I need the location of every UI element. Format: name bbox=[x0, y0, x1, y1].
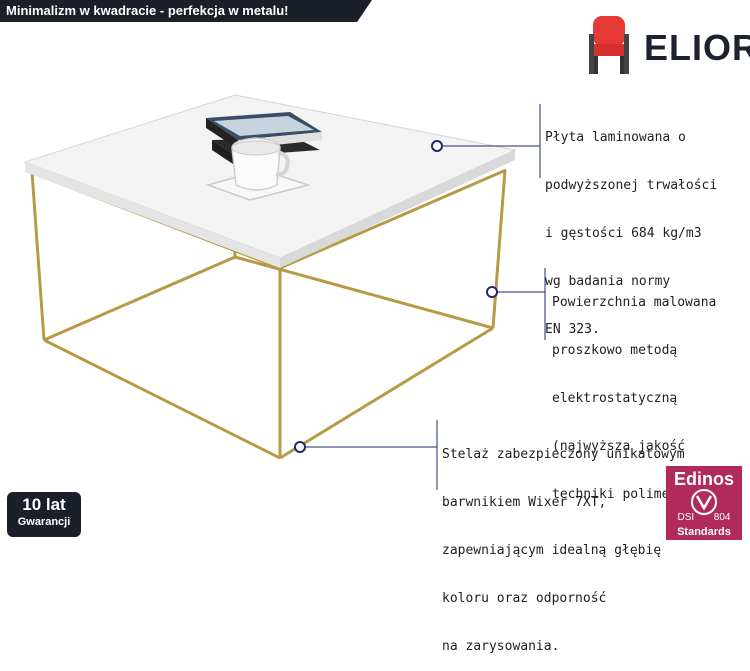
certificate-stamp-left: DSI bbox=[677, 512, 695, 523]
certificate-standards: Standards bbox=[677, 526, 731, 538]
promo-banner: Minimalizm w kwadracie - perfekcja w met… bbox=[0, 0, 372, 22]
annotation-line: Powierzchnia malowana bbox=[552, 295, 717, 310]
annotation-line: (najwyższa jakość bbox=[552, 439, 686, 454]
annotation-frame: Stelaż zabezpieczony unikatowym barwniki… bbox=[442, 415, 685, 671]
annotation-line: EN 323. bbox=[545, 322, 600, 337]
certificate-badge: Edinos DSI 804 Standards bbox=[666, 466, 742, 540]
chair-icon bbox=[589, 16, 629, 74]
annotation-line: barwnikiem Wixer 7XT, bbox=[442, 495, 607, 510]
brand-name: ELIOR bbox=[644, 27, 750, 68]
certificate-stamp: DSI 804 bbox=[666, 512, 742, 524]
annotation-line: zapewniającym idealną głębię bbox=[442, 543, 662, 558]
certificate-stamp-right: 804 bbox=[713, 512, 731, 523]
annotation-line: wg badania normy bbox=[545, 274, 671, 289]
annotation-line: i gęstości 684 kg/m3 bbox=[545, 226, 702, 241]
annotation-tabletop: Płyta laminowana o podwyższonej trwałośc… bbox=[545, 98, 717, 354]
certificate-seal-icon bbox=[691, 489, 717, 515]
annotation-line: proszkowo metodą bbox=[552, 343, 678, 358]
guarantee-years: 10 lat bbox=[22, 495, 66, 514]
annotation-line: na zarysowania. bbox=[442, 639, 560, 654]
cup-and-saucer bbox=[205, 137, 311, 201]
marker-tabletop bbox=[431, 140, 443, 152]
table-frame bbox=[29, 168, 507, 460]
marker-surface bbox=[486, 286, 498, 298]
brand-logo: ELIOR bbox=[580, 14, 750, 78]
guarantee-label: Gwarancji bbox=[17, 516, 71, 528]
annotation-line: elektrostatyczną bbox=[552, 391, 678, 406]
callout-lines bbox=[300, 104, 546, 490]
annotation-line: Stelaż zabezpieczony unikatowym bbox=[442, 447, 685, 462]
annotation-line: Płyta laminowana o bbox=[545, 130, 686, 145]
product-illustration bbox=[23, 94, 546, 490]
guarantee-badge: 10 lat Gwarancji bbox=[7, 492, 81, 537]
annotation-line: podwyższonej trwałości bbox=[545, 178, 718, 193]
annotation-line: koloru oraz odporność bbox=[442, 591, 607, 606]
certificate-title: Edinos bbox=[673, 469, 734, 489]
marker-frame bbox=[294, 441, 306, 453]
